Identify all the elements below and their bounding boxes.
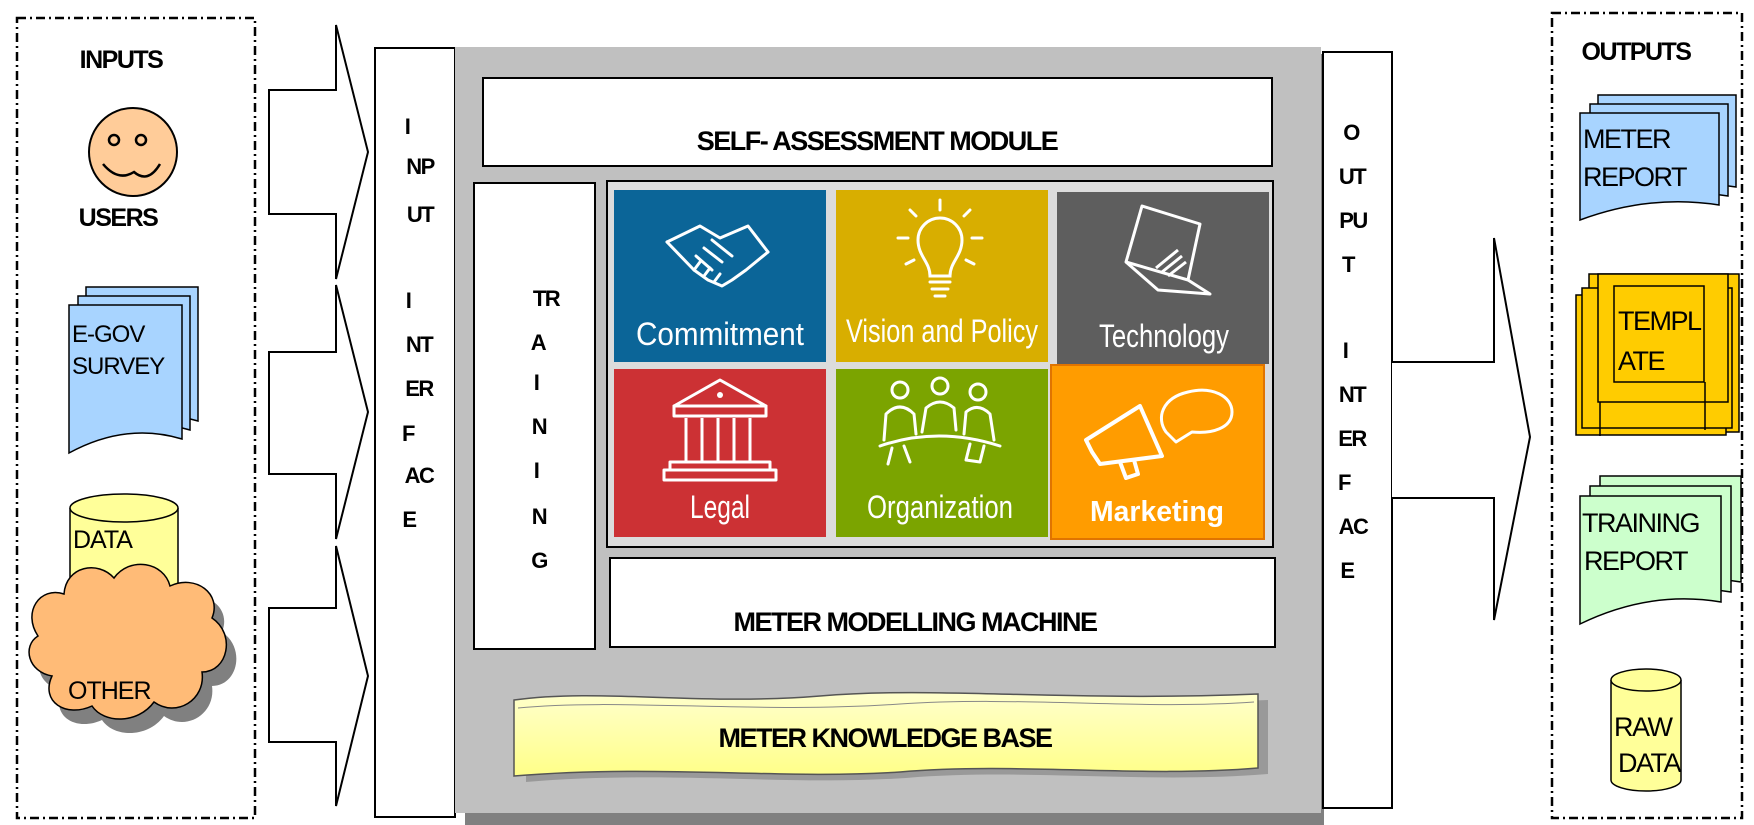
template-label-line2: ATE [1618, 346, 1664, 376]
training-label: TR A I N I N G [531, 286, 562, 573]
module-label-organization: Organization [867, 489, 1013, 525]
input-arrow-top [268, 24, 370, 280]
module-label-technology: Technology [1099, 318, 1229, 354]
svg-text:NT: NT [406, 332, 434, 357]
users-label: USERS [79, 204, 158, 232]
input-arrow-middle [268, 284, 370, 540]
svg-text:NP: NP [406, 154, 434, 179]
people-meeting-icon [878, 376, 1002, 466]
other-cloud-icon [28, 563, 237, 734]
svg-text:O: O [1343, 120, 1360, 145]
data-label: DATA [73, 526, 133, 554]
training-report-document-icon [1579, 475, 1742, 626]
raw-data-label-line1: RAW [1614, 712, 1674, 742]
template-document-icon [1575, 273, 1740, 436]
training-box [473, 182, 596, 650]
self-assessment-label: SELF- ASSESSMENT MODULE [697, 126, 1058, 156]
svg-text:E: E [1340, 558, 1354, 583]
module-label-legal: Legal [690, 489, 750, 525]
svg-text:UT: UT [407, 202, 435, 227]
svg-text:PU: PU [1339, 208, 1367, 233]
svg-text:NT: NT [1339, 382, 1367, 407]
input-interface-box [374, 47, 456, 818]
svg-text:AC: AC [1339, 514, 1369, 539]
output-interface-label: O UT PU T I NT ER F AC E [1338, 120, 1370, 583]
module-tile-technology [1057, 192, 1269, 364]
egov-survey-label-line2: SURVEY [72, 353, 165, 380]
template-label-line1: TEMPL [1618, 306, 1702, 336]
module-label-commitment: Commitment [636, 316, 804, 352]
svg-text:UT: UT [1339, 164, 1367, 189]
courthouse-icon [662, 378, 778, 482]
output-arrow [1392, 237, 1532, 621]
svg-text:I: I [534, 458, 539, 483]
lightbulb-icon [896, 198, 984, 298]
training-report-label-line2: REPORT [1584, 546, 1688, 576]
meter-report-label-line2: REPORT [1583, 162, 1687, 192]
svg-text:A: A [531, 330, 547, 355]
knowledge-base-scroll [513, 691, 1268, 782]
input-interface-label: I NP UT I NT ER F AC E [402, 114, 437, 532]
svg-text:I: I [406, 288, 411, 313]
module-tile-marketing [1050, 364, 1265, 540]
handshake-icon [665, 224, 770, 288]
egov-survey-label-line1: E-GOV [72, 321, 145, 348]
svg-text:G: G [531, 548, 547, 573]
input-arrow-bottom [268, 545, 370, 807]
modelling-machine-label: METER MODELLING MACHINE [734, 607, 1097, 637]
raw-data-cylinder-icon [1610, 668, 1682, 792]
svg-text:AC: AC [405, 463, 435, 488]
svg-text:F: F [402, 421, 415, 446]
knowledge-base-label: METER KNOWLEDGE BASE [718, 723, 1052, 753]
module-label-marketing: Marketing [1090, 496, 1224, 528]
svg-text:TR: TR [533, 286, 561, 311]
module-label-vision-and-policy: Vision and Policy [846, 313, 1038, 349]
megaphone-icon [1084, 388, 1234, 480]
svg-text:E: E [402, 507, 416, 532]
outputs-title: OUTPUTS [1582, 38, 1692, 66]
svg-text:T: T [1342, 252, 1356, 277]
users-face-icon [88, 107, 178, 197]
inputs-title: INPUTS [80, 46, 164, 74]
svg-text:I: I [534, 370, 539, 395]
output-interface-box [1322, 51, 1393, 809]
svg-text:ER: ER [405, 376, 434, 401]
egov-survey-document-icon [68, 286, 199, 455]
svg-text:I: I [405, 114, 410, 139]
svg-text:F: F [1338, 470, 1351, 495]
training-report-label-line1: TRAINING [1582, 508, 1699, 538]
inputs-panel: INPUTS USERS E-GOV SURVEY DATA OTHER [15, 16, 257, 820]
input-arrows [268, 24, 370, 807]
meter-report-label-line1: METER [1583, 124, 1671, 154]
modelling-machine-box [609, 557, 1276, 648]
meter-report-document-icon [1579, 94, 1737, 222]
svg-text:I: I [1343, 338, 1348, 363]
raw-data-label-line2: DATA [1618, 748, 1681, 778]
laptop-icon [1124, 204, 1212, 296]
svg-text:N: N [532, 504, 547, 529]
other-label: OTHER [68, 677, 151, 705]
svg-text:ER: ER [1338, 426, 1367, 451]
outputs-panel: OUTPUTS METER REPORT TEMPL ATE TRAINING … [1550, 11, 1744, 820]
module-tiles: Commitment Vision and Policy Technology … [614, 190, 1269, 540]
svg-text:N: N [532, 414, 547, 439]
self-assessment-box [482, 77, 1273, 167]
module-tile-organization [836, 369, 1048, 537]
